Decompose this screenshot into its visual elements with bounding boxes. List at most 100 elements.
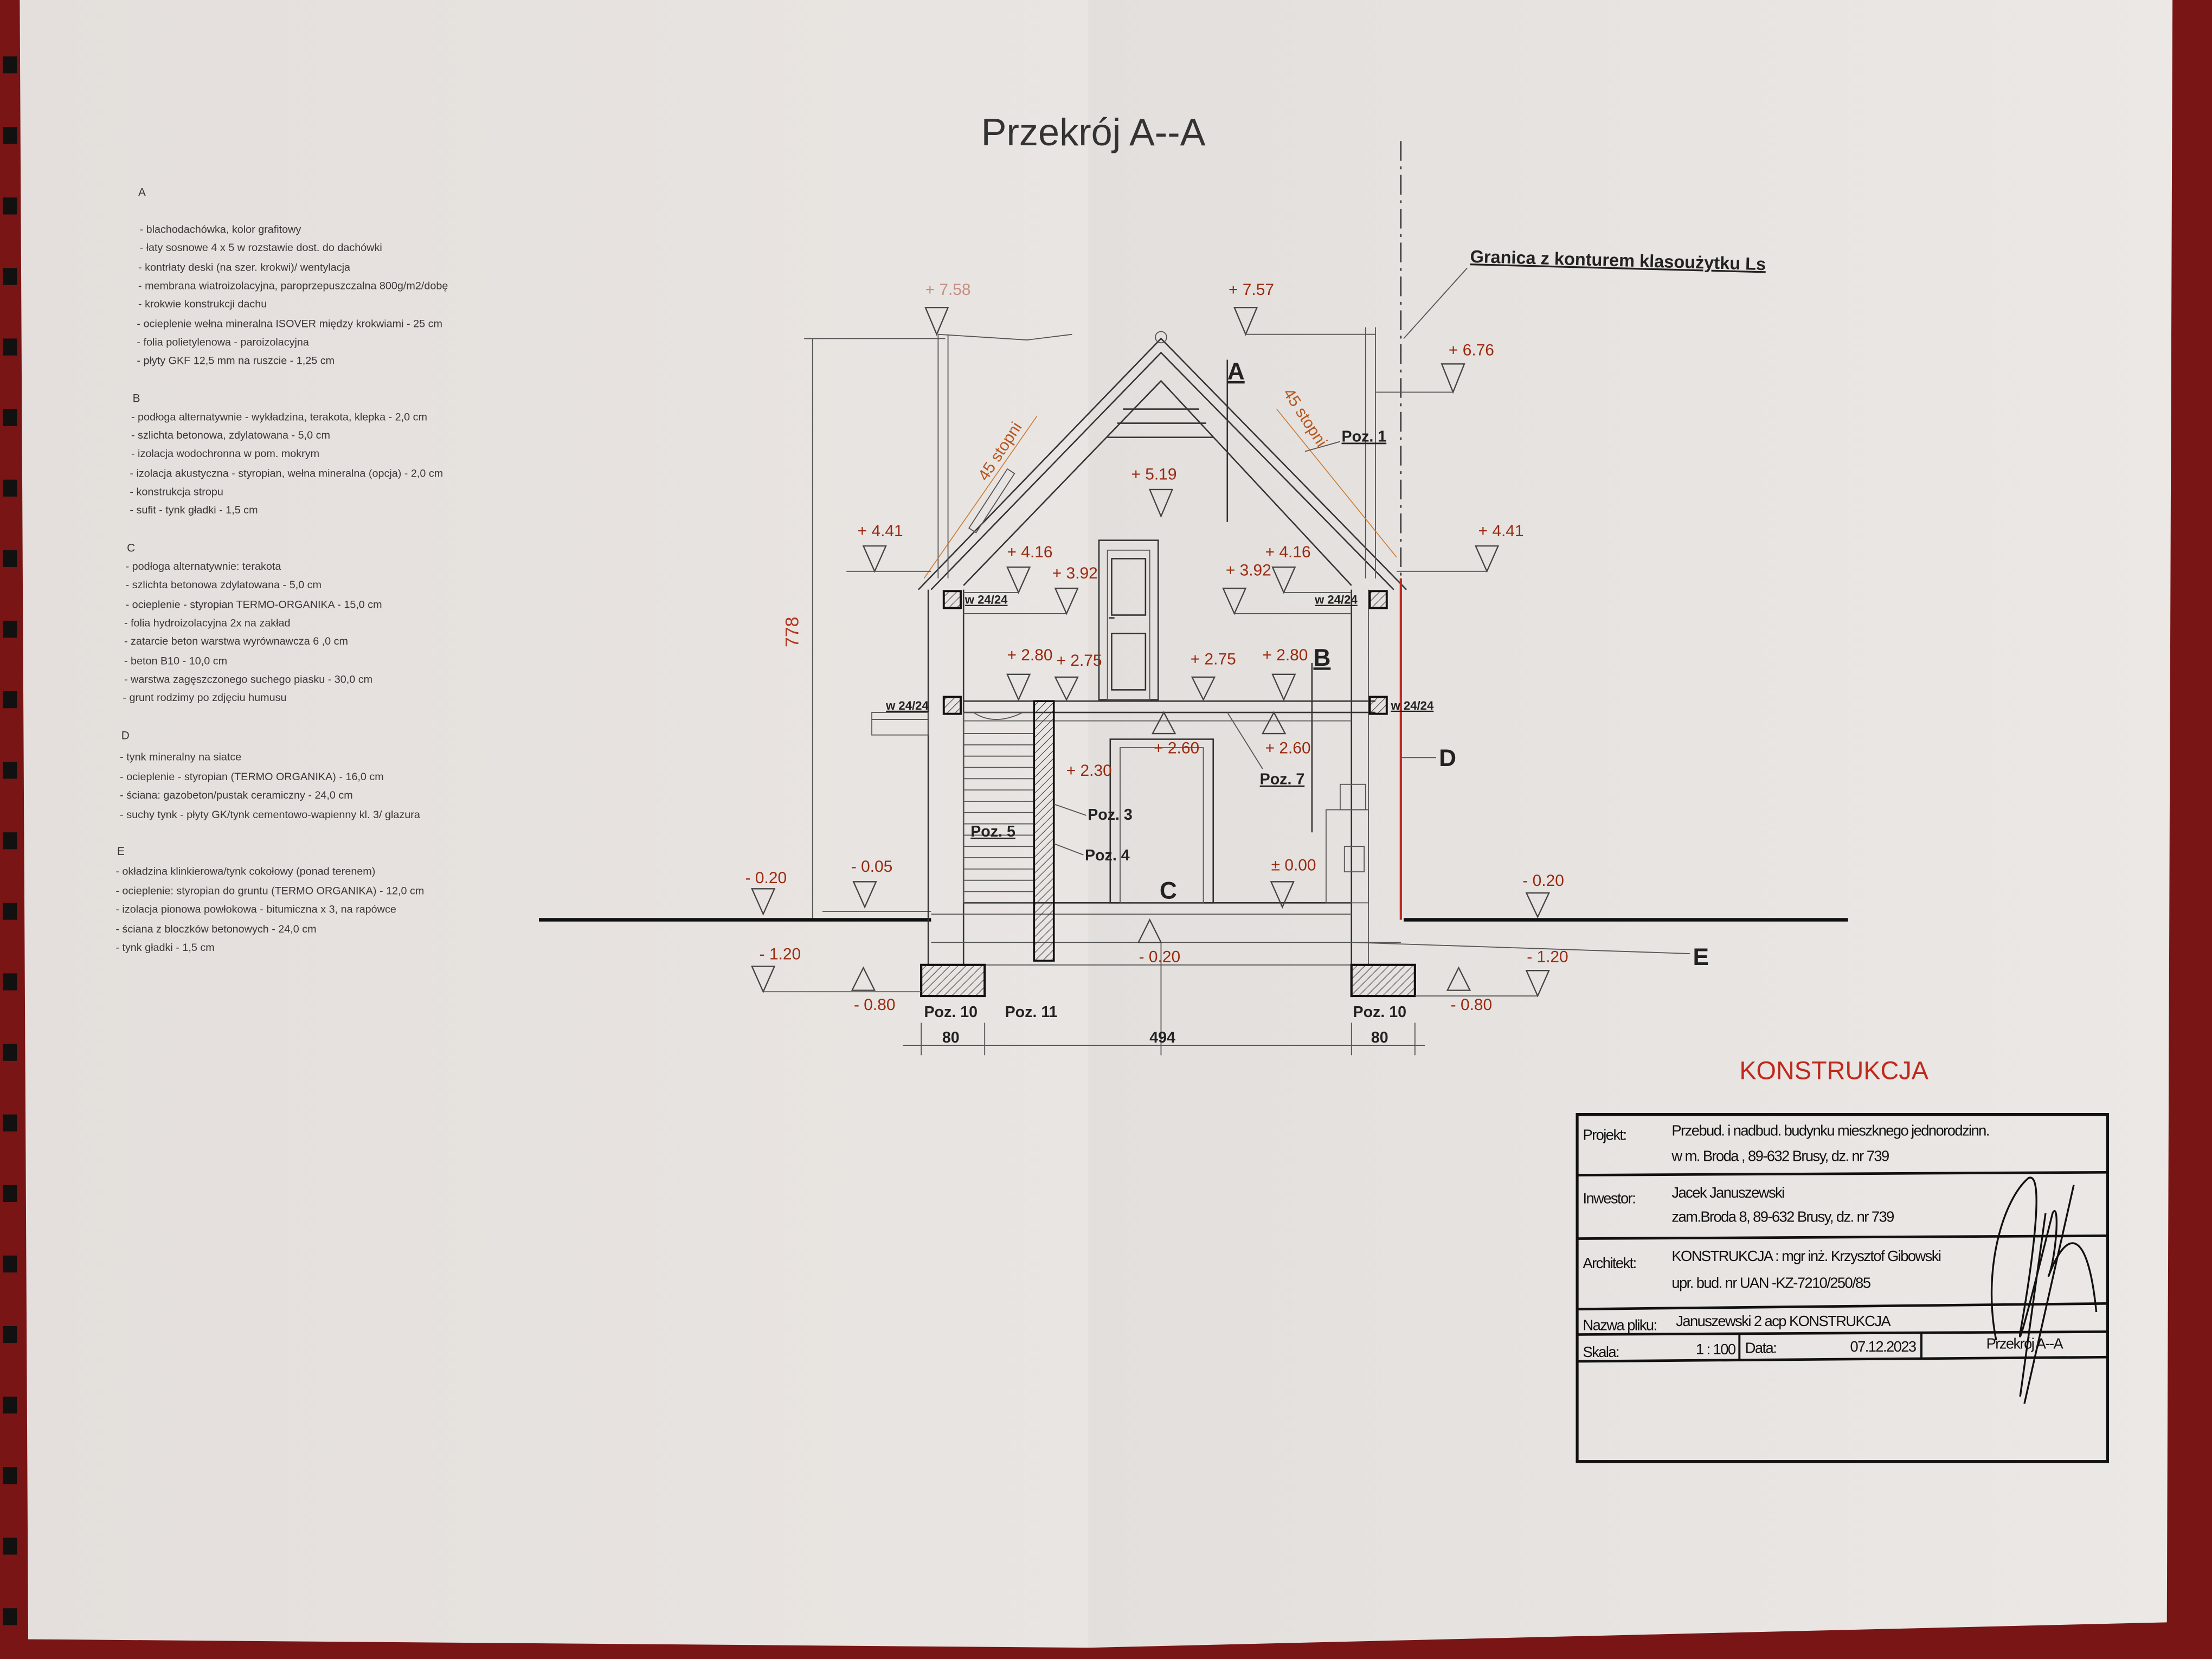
elevation-label: + 6.76 (1449, 342, 1494, 359)
title-block-heading: KONSTRUKCJA (1739, 1057, 1928, 1085)
elevation-label: - 0.05 (851, 858, 892, 876)
position-label: Poz. 10 (924, 1004, 978, 1021)
legend-item: - zatarcie beton warstwa wyrównawcza 6 ,… (124, 635, 348, 647)
legend-item: - ocieplenie wełna mineralna ISOVER międ… (137, 318, 442, 330)
elevation-label: + 5.19 (1131, 466, 1176, 484)
inwestor-line-2: zam.Broda 8, 89-632 Brusy, dz. nr 739 (1671, 1208, 1894, 1225)
position-label: Poz. 5 (970, 823, 1015, 840)
boundary-leader (1403, 267, 1468, 339)
legend-item: - ściana z bloczków betonowych - 24,0 cm (115, 923, 316, 935)
elevation-label: ± 0.00 (1271, 856, 1316, 874)
position-label: Poz. 7 (1260, 771, 1305, 788)
legend-item: - sufit - tynk gładki - 1,5 cm (130, 504, 258, 516)
legend-heading-e: E (117, 845, 125, 858)
legend-item: - ściana: gazobeton/pustak ceramiczny - … (120, 789, 353, 801)
date-value: 07.12.2023 (1850, 1338, 1915, 1355)
legend-item: - folia polietylenowa - paroizolacyjna (137, 337, 309, 349)
dimension-label: 494 (1149, 1029, 1175, 1046)
legend-item: - podłoga alternatywnie - wykładzina, te… (131, 411, 427, 423)
elevation-label: + 2.30 (1066, 762, 1112, 780)
file-name-value: Januszewski 2 acp KONSTRUKCJA (1676, 1313, 1891, 1329)
legend-heading-a: A (138, 187, 146, 199)
legend-item: - suchy tynk - płyty GK/tynk cementowo-w… (120, 809, 420, 821)
architekt-line-1: KONSTRUKCJA : mgr inż. Krzysztof Gibowsk… (1671, 1248, 1940, 1264)
legend-heading-c: C (127, 542, 135, 554)
legend-item: - kontrłaty deski (na szer. krokwi)/ wen… (138, 262, 350, 274)
position-label: Poz. 10 (1353, 1004, 1406, 1021)
material-legend: A - blachodachówka, kolor grafitowy - ła… (115, 187, 448, 954)
elevation-label: + 4.41 (1478, 522, 1524, 540)
elevation-markers (751, 307, 1550, 998)
legend-item: - membrana wiatroizolacyjna, paroprzepus… (138, 280, 448, 292)
architekt-label: Architekt: (1583, 1255, 1636, 1271)
signature (1990, 1176, 2098, 1404)
elevation-label: - 0.20 (745, 869, 787, 887)
elevation-label: + 7.57 (1229, 281, 1274, 299)
lintel-label: w 24/24 (964, 593, 1008, 607)
section-letter-e: E (1693, 944, 1709, 970)
architekt-line-2: upr. bud. nr UAN -KZ-7210/250/85 (1671, 1275, 1870, 1291)
elevation-label: - 0.80 (854, 996, 895, 1014)
elevation-label: - 0.20 (1522, 872, 1564, 890)
scale-label: Skala: (1583, 1343, 1619, 1360)
elevation-label: + 7.58 (925, 281, 971, 299)
lintel-label: w 24/24 (1391, 699, 1434, 712)
elevation-label: + 2.60 (1154, 739, 1199, 757)
legend-heading-b: B (133, 393, 140, 405)
elevation-label: - 1.20 (760, 945, 801, 963)
lintel (1368, 696, 1388, 715)
legend-item: - izolacja akustyczna - styropian, wełna… (130, 467, 443, 479)
legend-item: - podłoga alternatywnie: terakota (126, 561, 281, 573)
paper-right-page (1089, 0, 2173, 1648)
legend-item: - szlichta betonowa, zdylatowana - 5,0 c… (131, 429, 330, 441)
section-letter-d: D (1439, 745, 1456, 771)
lintel-label: w 24/24 (885, 699, 929, 712)
elevation-label: + 2.75 (1057, 652, 1102, 670)
position-label: Poz. 1 (1342, 428, 1387, 445)
legend-item: - blachodachówka, kolor grafitowy (140, 223, 301, 235)
elevation-values: + 7.58 + 7.57 + 6.76 + 5.19 + 4.41 + 4.4… (745, 281, 1568, 1014)
legend-item: - ocieplenie: styropian do gruntu (TERMO… (115, 885, 424, 897)
ridge-icon (1155, 331, 1167, 344)
elevation-label: + 2.80 (1007, 646, 1052, 664)
inwestor-label: Inwestor: (1583, 1190, 1635, 1207)
elevation-label: + 4.16 (1007, 543, 1052, 561)
sheet-name: Przekrój A--A (1986, 1335, 2064, 1352)
legend-item: - ocieplenie - styropian TERMO-ORGANIKA … (126, 599, 382, 610)
paper-left-page (20, 0, 1089, 1648)
legend-item: - tynk gładki - 1,5 cm (115, 942, 214, 954)
legend-item: - izolacja pionowa powłokowa - bitumiczn… (115, 904, 396, 916)
elevation-label: - 0.20 (1139, 948, 1180, 966)
walls (927, 359, 1415, 966)
legend-item: - grunt rodzimy po zdjęciu humusu (123, 692, 286, 704)
legend-item: - okładzina klinkierowa/tynk cokołowy (p… (115, 865, 375, 877)
projekt-line-1: Przebud. i nadbud. budynku mieszknego je… (1671, 1122, 1989, 1139)
elevation-label: + 3.92 (1052, 564, 1098, 582)
elevation-label: + 4.16 (1265, 543, 1311, 561)
height-dimension: 778 (782, 617, 803, 647)
position-label: Poz. 11 (1005, 1004, 1058, 1021)
projekt-label: Projekt: (1583, 1126, 1626, 1143)
footing-left (920, 963, 986, 998)
legend-item: - warstwa zagęszczonego suchego piasku -… (124, 673, 372, 685)
section-letter-b: B (1314, 645, 1331, 671)
title-block: Projekt: Przebud. i nadbud. budynku mies… (1576, 1113, 2110, 1463)
elevation-label: + 4.41 (858, 522, 903, 540)
legend-item: - izolacja wodochronna w pom. mokrym (131, 448, 319, 460)
projekt-line-2: w m. Broda , 89-632 Brusy, dz. nr 739 (1671, 1147, 1889, 1164)
lintel-label: w 24/24 (1314, 593, 1358, 607)
legend-item: - folia hydroizolacyjna 2x na zakład (124, 617, 291, 629)
lintel (1368, 590, 1388, 609)
elevation-label: + 2.60 (1265, 739, 1311, 757)
stove-icon (1326, 783, 1369, 904)
lintel (942, 590, 962, 609)
elevation-label: + 2.75 (1191, 651, 1236, 668)
scale-value: 1 : 100 (1696, 1341, 1736, 1358)
legend-item: - łaty sosnowe 4 x 5 w rozstawie dost. d… (140, 242, 382, 254)
ground-door (1109, 738, 1214, 904)
position-label: Poz. 3 (1088, 806, 1133, 824)
dimension-label: 80 (942, 1029, 960, 1046)
elevation-label: - 0.80 (1451, 996, 1492, 1014)
column-wall (1033, 700, 1055, 962)
lintel (942, 696, 962, 715)
